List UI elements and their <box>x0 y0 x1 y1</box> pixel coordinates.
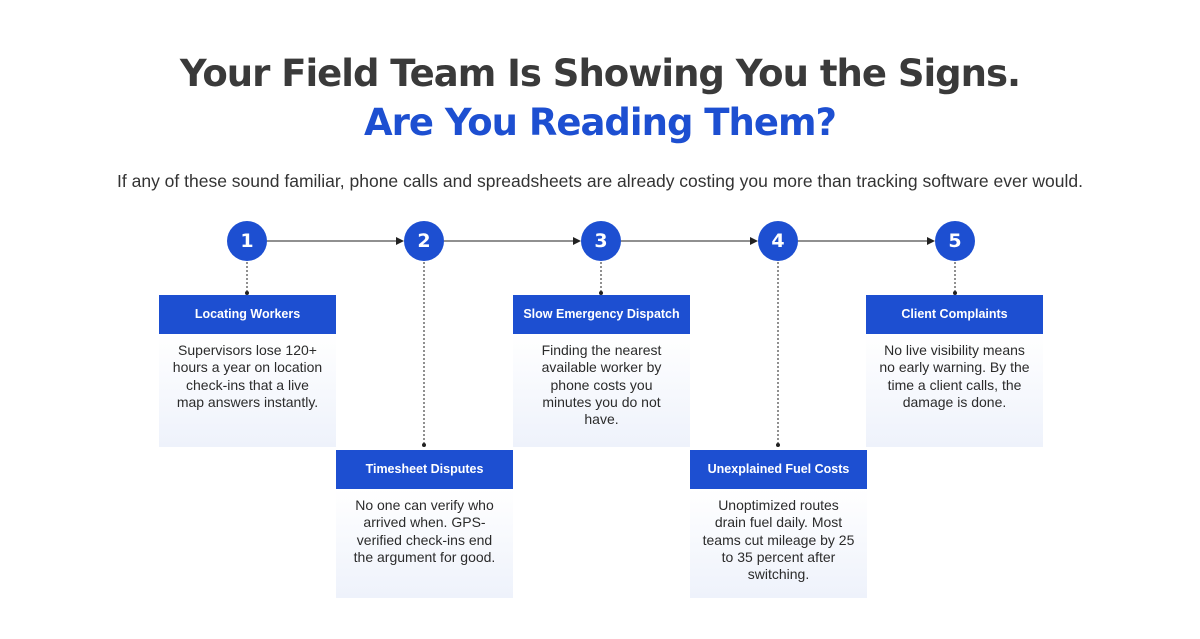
step-number-3: 3 <box>594 230 608 252</box>
step-number-5: 5 <box>948 230 962 252</box>
page-subtitle: If any of these sound familiar, phone ca… <box>117 171 1083 191</box>
step-circle-1 <box>227 221 267 261</box>
step-card-title: Locating Workers <box>159 295 336 334</box>
connector-dot-2 <box>422 443 426 447</box>
connector-dot-4 <box>776 443 780 447</box>
step-card-title: Client Complaints <box>866 295 1043 334</box>
connector-dot-5 <box>953 291 957 295</box>
step-number-2: 2 <box>417 230 431 252</box>
step-card-1: Locating Workers Supervisors lose 120+ h… <box>159 295 336 447</box>
step-card-5: Client Complaints No live visibility mea… <box>866 295 1043 447</box>
step-circle-3 <box>581 221 621 261</box>
step-circle-2 <box>404 221 444 261</box>
step-number-4: 4 <box>771 230 785 252</box>
connector-dot-1 <box>245 291 249 295</box>
step-circle-4 <box>758 221 798 261</box>
step-card-3: Slow Emergency Dispatch Finding the near… <box>513 295 690 447</box>
step-card-text: Unoptimized routes drain fuel daily. Mos… <box>690 489 867 598</box>
step-card-text: Supervisors lose 120+ hours a year on lo… <box>159 334 336 447</box>
step-card-text: No one can verify who arrived when. GPS-… <box>336 489 513 598</box>
page-title-highlight: Are You Reading Them? <box>363 101 837 144</box>
step-card-4: Unexplained Fuel Costs Unoptimized route… <box>690 450 867 598</box>
step-card-title: Timesheet Disputes <box>336 450 513 489</box>
step-card-title: Slow Emergency Dispatch <box>513 295 690 334</box>
step-card-text: Finding the nearest available worker by … <box>513 334 690 447</box>
connector-dot-3 <box>599 291 603 295</box>
step-card-2: Timesheet Disputes No one can verify who… <box>336 450 513 598</box>
step-number-1: 1 <box>240 230 254 252</box>
step-circle-5 <box>935 221 975 261</box>
step-card-text: No live visibility means no early warnin… <box>866 334 1043 447</box>
page-title: Your Field Team Is Showing You the Signs… <box>179 52 1021 95</box>
step-card-title: Unexplained Fuel Costs <box>690 450 867 489</box>
